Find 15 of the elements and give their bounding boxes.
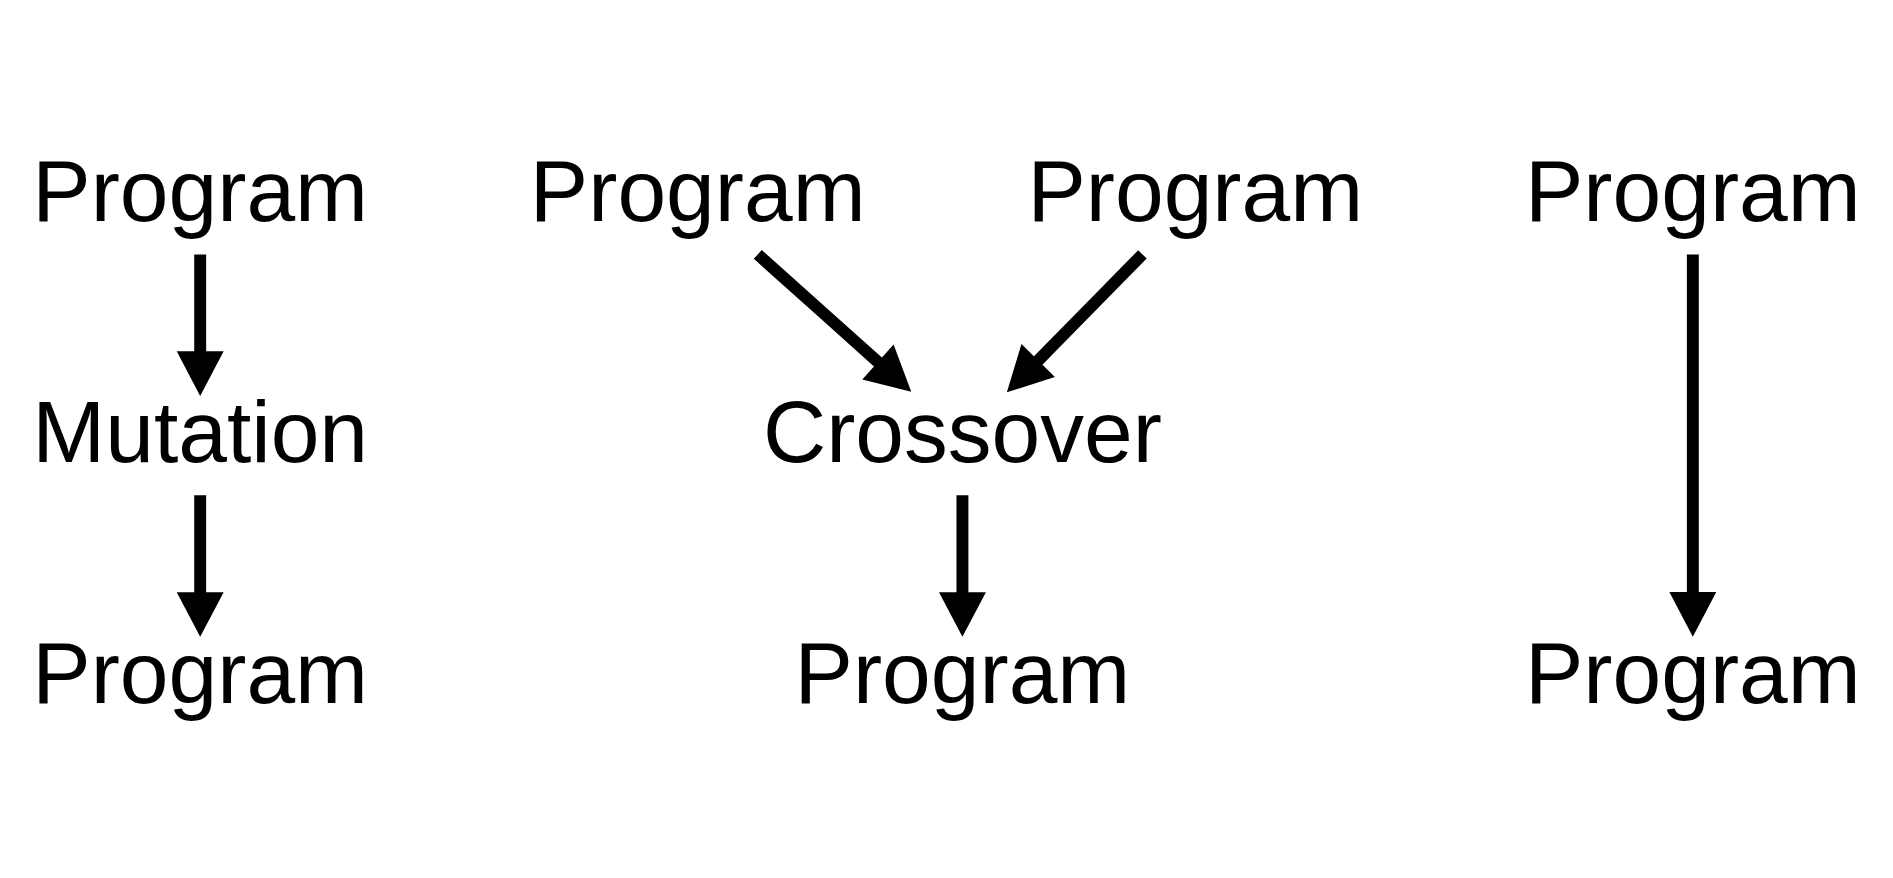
node-text: Program — [32, 141, 369, 240]
node-text: Program — [529, 141, 866, 240]
node-text: Program — [1524, 141, 1861, 240]
arrow — [1669, 254, 1717, 637]
node-text: Program — [1524, 623, 1861, 722]
arrow — [753, 249, 912, 392]
node-text: Program — [32, 623, 369, 722]
node-text: Program — [1027, 141, 1364, 240]
arrow — [938, 494, 986, 637]
node-text: Program — [794, 623, 1131, 722]
arrow — [176, 494, 224, 637]
node-text: Crossover — [762, 382, 1162, 481]
arrow — [176, 253, 224, 396]
node-text: Mutation — [32, 382, 369, 481]
arrow — [1006, 249, 1147, 392]
